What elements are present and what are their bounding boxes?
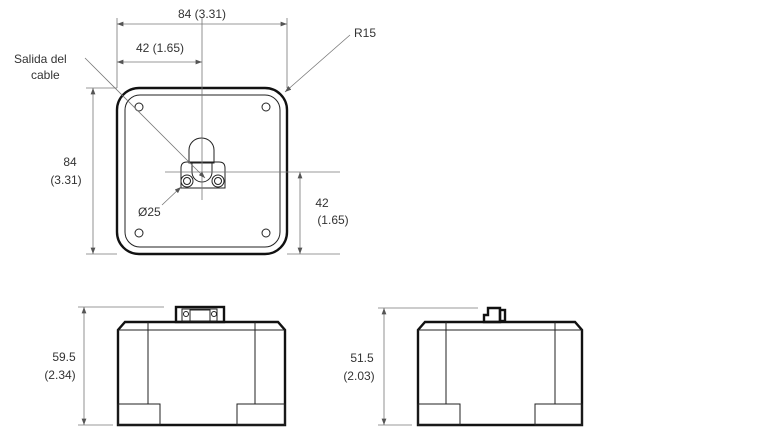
mount-hole bbox=[134, 102, 144, 112]
side-view-front: 59.5 (2.34) bbox=[44, 305, 287, 427]
cable-label-2: cable bbox=[31, 68, 60, 82]
half-height-dim-label: 42 bbox=[315, 196, 329, 210]
housing-inner bbox=[124, 94, 281, 248]
width-dim-label: 84 (3.31) bbox=[178, 7, 226, 21]
top-view: 84 (3.31) 42 (1.65) 84 (3.31) 42 (1.65) … bbox=[14, 7, 376, 256]
front-height-label: 59.5 bbox=[52, 350, 76, 364]
height-dim-label-in: (3.31) bbox=[50, 173, 81, 187]
mount-hole bbox=[261, 228, 271, 238]
side-height-label: 51.5 bbox=[350, 351, 374, 365]
side-height-label-in: (2.03) bbox=[343, 369, 374, 383]
diameter-label: Ø25 bbox=[138, 205, 161, 219]
cable-connector bbox=[180, 137, 226, 189]
half-height-dim-label-in: (1.65) bbox=[317, 213, 348, 227]
half-width-dim-label: 42 (1.65) bbox=[136, 41, 184, 55]
side-view-side: 51.5 (2.03) bbox=[343, 306, 584, 427]
front-height-label-in: (2.34) bbox=[44, 368, 75, 382]
mount-hole bbox=[134, 228, 144, 238]
radius-label: R15 bbox=[354, 26, 376, 40]
height-dim-label: 84 bbox=[63, 155, 77, 169]
mount-hole bbox=[261, 102, 271, 112]
cable-label: Salida del bbox=[14, 52, 67, 66]
